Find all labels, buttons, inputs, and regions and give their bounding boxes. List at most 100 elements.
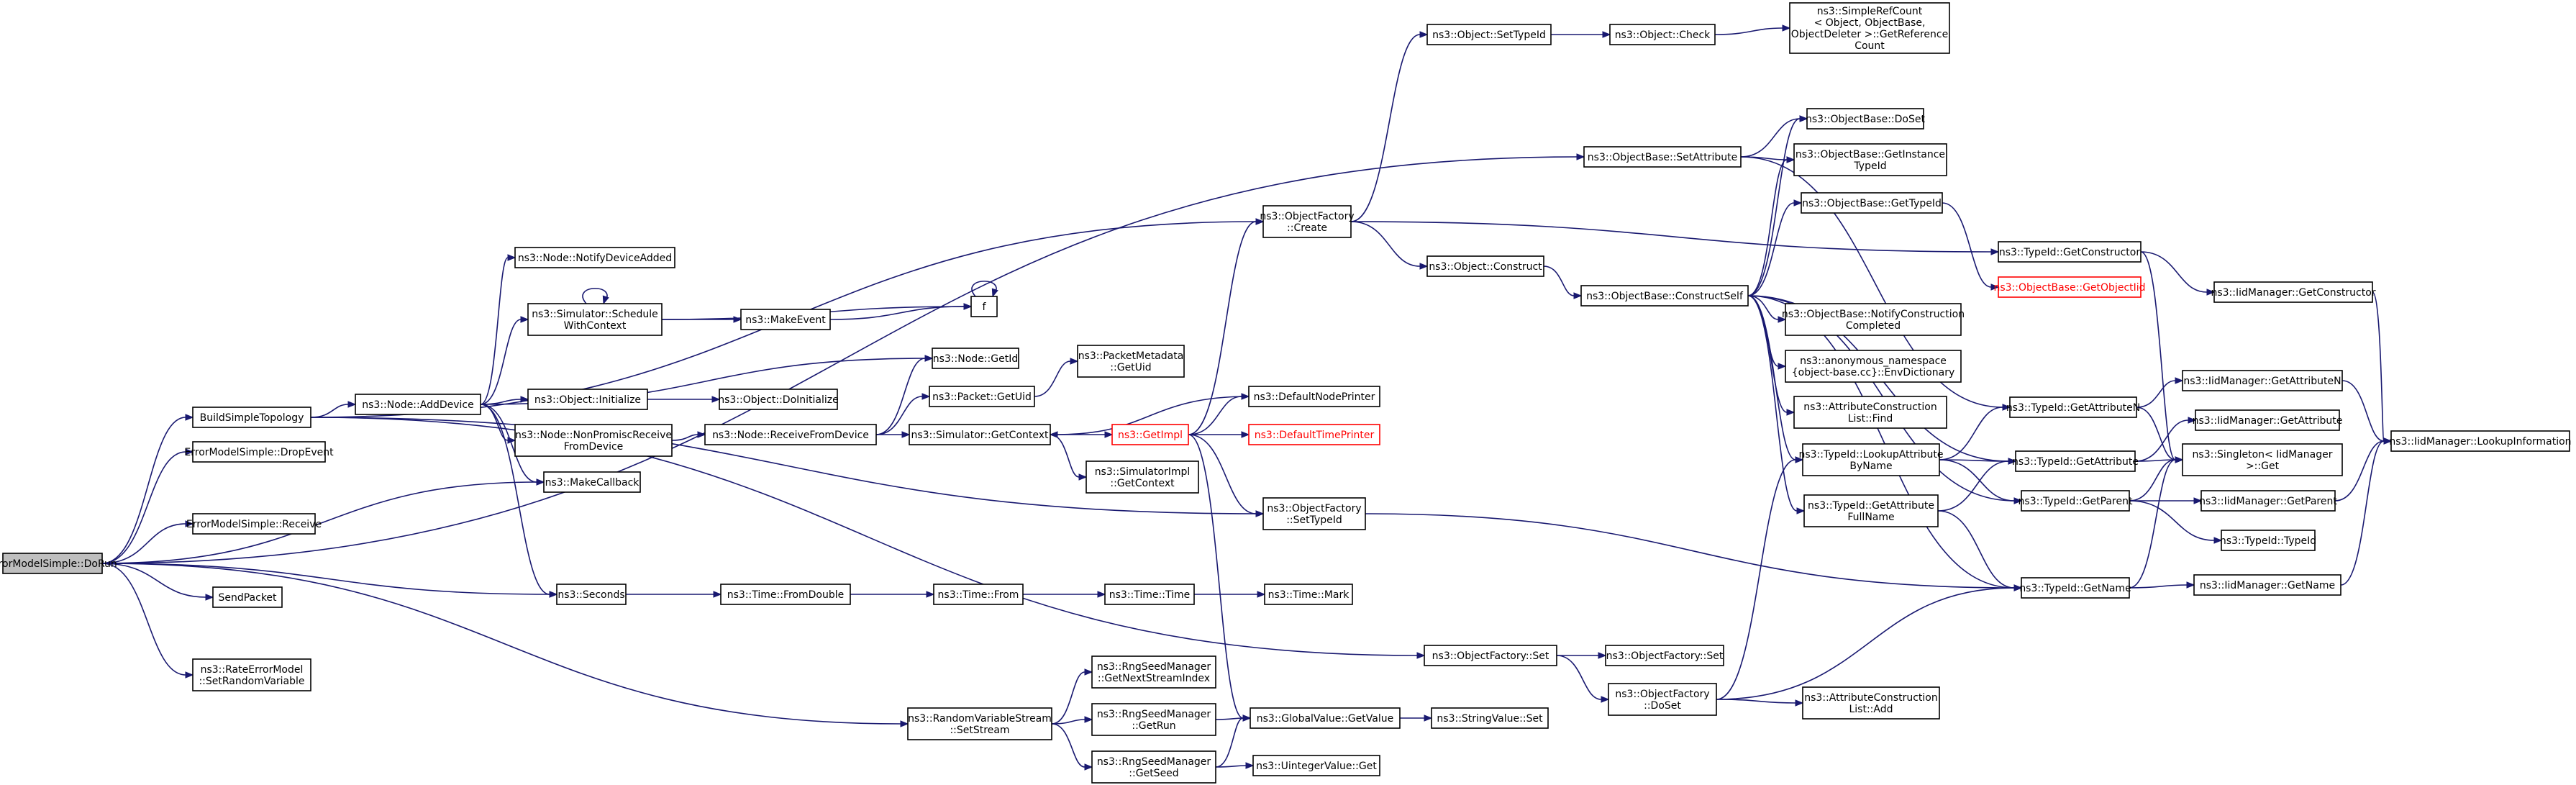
node-box	[192, 441, 326, 463]
graph-node-n41[interactable]: ns3::Object::Construct	[1426, 255, 1544, 277]
graph-node-n59[interactable]: ns3::TypeId::GetAttribute	[2012, 450, 2139, 472]
graph-node-n5[interactable]: ns3::RateErrorModel::SetRandomVariable	[192, 658, 311, 691]
graph-node-n31[interactable]: ns3::RandomVariableStream::SetStream	[907, 707, 1052, 740]
node-box	[704, 424, 877, 445]
graph-node-n57[interactable]: ns3::ObjectBase::GetObjectIid	[1993, 276, 2146, 298]
graph-node-n47[interactable]: ns3::ObjectBase::DoSet	[1806, 108, 1925, 130]
node-label: ns3::ObjectBase::DoSet	[1806, 114, 1925, 125]
node-label: ns3::DefaultNodePrinter	[1254, 391, 1375, 403]
node-box	[192, 407, 311, 428]
graph-node-n29[interactable]: ns3::Time::Time	[1104, 584, 1195, 605]
graph-node-n40[interactable]: ns3::SimpleRefCount< Object, ObjectBase,…	[1789, 2, 1950, 54]
graph-node-n44[interactable]: ns3::ObjectFactory::Set	[1424, 645, 1557, 666]
graph-node-n13[interactable]: ns3::MakeEvent	[740, 309, 831, 330]
graph-node-n27[interactable]: ns3::Time::FromDouble	[720, 584, 851, 605]
graph-node-n6[interactable]: ns3::Node::AddDevice	[355, 394, 481, 415]
edge-n0-n11	[101, 478, 545, 564]
edge-n0-n1	[101, 414, 194, 564]
node-box	[2193, 574, 2341, 596]
graph-node-n19[interactable]: ns3::Simulator::GetContext	[909, 424, 1051, 445]
graph-node-n69[interactable]: ns3::IidManager::LookupInformation	[2389, 430, 2572, 452]
edge-n31-n33	[1051, 716, 1093, 725]
graph-node-n64[interactable]: ns3::IidManager::GetAttribute	[2193, 409, 2343, 431]
node-box	[1091, 703, 1216, 736]
node-label: ::GetUid	[1110, 362, 1151, 373]
node-label: BuildSimpleTopology	[200, 412, 304, 424]
node-label: ns3::Time::Mark	[1268, 589, 1350, 601]
graph-node-n30[interactable]: ns3::Time::Mark	[1264, 584, 1353, 605]
graph-node-n35[interactable]: ns3::GlobalValue::GetValue	[1250, 707, 1401, 729]
edge-n44-n46	[1556, 655, 1610, 703]
graph-node-n9[interactable]: ns3::Object::Initialize	[527, 389, 648, 410]
graph-node-n11[interactable]: ns3::MakeCallback	[543, 471, 641, 493]
graph-node-n50[interactable]: ns3::ObjectBase::NotifyConstructionCompl…	[1782, 303, 1965, 336]
edge-n34-n35	[1215, 714, 1252, 768]
graph-node-n7[interactable]: ns3::Node::NotifyDeviceAdded	[514, 247, 675, 268]
node-label: {object-base.cc}::EnvDictionary	[1792, 367, 1954, 378]
graph-node-n16[interactable]: ns3::Object::DoInitialize	[718, 389, 839, 410]
node-box	[909, 424, 1051, 445]
graph-node-n38[interactable]: ns3::Object::SetTypeId	[1426, 24, 1552, 45]
node-box	[2182, 443, 2343, 476]
graph-node-n60[interactable]: ns3::TypeId::GetParent	[2019, 490, 2133, 512]
graph-node-n45[interactable]: ns3::ObjectFactory::Set	[1605, 645, 1724, 666]
graph-node-n67[interactable]: ns3::TypeId::TypeId	[2220, 530, 2316, 551]
graph-node-n1[interactable]: BuildSimpleTopology	[192, 407, 311, 428]
graph-node-n32[interactable]: ns3::RngSeedManager::GetNextStreamIndex	[1091, 655, 1216, 689]
graph-node-n24[interactable]: ns3::DefaultTimePrinter	[1248, 424, 1380, 445]
graph-node-n61[interactable]: ns3::TypeId::GetName	[2019, 577, 2131, 599]
node-box	[1431, 707, 1549, 729]
graph-node-n56[interactable]: ns3::TypeId::GetConstructor	[1998, 241, 2142, 263]
graph-node-n25[interactable]: ns3::ObjectFactory::Create	[1260, 205, 1355, 238]
graph-node-n26[interactable]: ns3::ObjectFactory::SetTypeId	[1262, 497, 1366, 530]
graph-node-n37[interactable]: ns3::UintegerValue::Get	[1252, 755, 1380, 776]
node-label: List::Add	[1849, 704, 1893, 715]
edge-n46-n53	[1716, 456, 1804, 700]
graph-node-n33[interactable]: ns3::RngSeedManager::GetRun	[1091, 703, 1216, 736]
graph-node-n46[interactable]: ns3::ObjectFactory::DoSet	[1608, 683, 1717, 716]
graph-node-n18[interactable]: ns3::Packet::GetUid	[929, 386, 1035, 407]
graph-node-n65[interactable]: ns3::Singleton< IidManager>::Get	[2182, 443, 2343, 476]
graph-node-n4[interactable]: SendPacket	[212, 586, 283, 608]
graph-node-n43[interactable]: ns3::ObjectBase::ConstructSelf	[1580, 285, 1749, 307]
graph-node-n15[interactable]: ns3::Node::GetId	[932, 348, 1019, 369]
graph-node-n14[interactable]: f	[970, 296, 998, 317]
graph-node-n62[interactable]: ns3::IidManager::GetConstructor	[2211, 281, 2376, 303]
node-box	[1580, 285, 1749, 307]
edge-n10-n17	[671, 431, 706, 441]
graph-node-n66[interactable]: ns3::IidManager::GetParent	[2199, 490, 2337, 512]
graph-node-n2[interactable]: ErrorModelSimple::DropEvent	[184, 441, 334, 463]
graph-node-n63[interactable]: ns3::IidManager::GetAttributeN	[2182, 370, 2343, 391]
node-label: ns3::RngSeedManager	[1097, 756, 1211, 768]
node-box	[720, 584, 851, 605]
graph-node-n58[interactable]: ns3::TypeId::GetAttributeN	[2006, 396, 2140, 418]
graph-node-n28[interactable]: ns3::Time::From	[933, 584, 1024, 605]
graph-node-n39[interactable]: ns3::Object::Check	[1609, 24, 1716, 45]
node-label: ns3::Object::DoInitialize	[718, 394, 838, 406]
graph-node-n68[interactable]: ns3::IidManager::GetName	[2193, 574, 2341, 596]
graph-node-n42[interactable]: ns3::ObjectBase::SetAttribute	[1583, 146, 1742, 168]
node-box	[1264, 584, 1353, 605]
graph-node-n22[interactable]: ns3::GetImpl	[1111, 424, 1189, 445]
graph-node-n36[interactable]: ns3::StringValue::Set	[1431, 707, 1549, 729]
graph-node-n3[interactable]: ErrorModelSimple::Receive	[186, 513, 322, 535]
edge-n54-n61	[1937, 510, 2023, 591]
node-box	[556, 584, 627, 605]
graph-node-n12[interactable]: ns3::Seconds	[556, 584, 627, 605]
edge-n17-n15	[875, 355, 934, 435]
graph-node-n34[interactable]: ns3::RngSeedManager::GetSeed	[1091, 750, 1216, 784]
graph-node-n20[interactable]: ns3::PacketMetadata::GetUid	[1077, 345, 1185, 378]
graph-node-n51[interactable]: ns3::anonymous_namespace{object-base.cc}…	[1785, 350, 1962, 383]
node-label: ns3::StringValue::Set	[1437, 713, 1543, 725]
graph-node-n49[interactable]: ns3::ObjectBase::GetTypeId	[1801, 192, 1943, 214]
graph-node-n17[interactable]: ns3::Node::ReceiveFromDevice	[704, 424, 877, 445]
graph-node-n23[interactable]: ns3::DefaultNodePrinter	[1248, 386, 1380, 407]
graph-node-n21[interactable]: ns3::SimulatorImpl::GetContext	[1086, 460, 1199, 494]
